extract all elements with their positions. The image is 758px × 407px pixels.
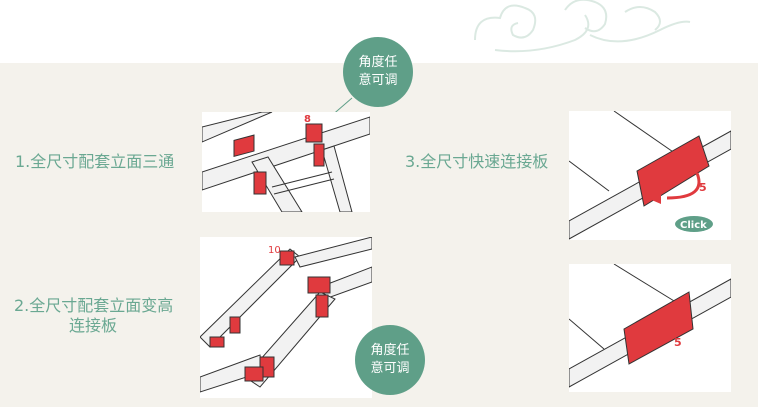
part-number-5: 5 bbox=[699, 181, 707, 194]
riser-connector-illustration: 10 bbox=[200, 237, 372, 398]
click-badge bbox=[675, 216, 713, 232]
bubble-line1: 角度任 bbox=[370, 343, 410, 358]
feature-label-1: 1.全尺寸配套立面三通 bbox=[15, 152, 175, 171]
part-number-10: 10 bbox=[268, 245, 281, 256]
bubble-line2: 意可调 bbox=[358, 73, 398, 88]
bubble-line1: 角度任 bbox=[358, 55, 398, 70]
angle-adjustable-bubble-2: 角度任 意可调 bbox=[355, 325, 425, 395]
tee-illustration: 8 bbox=[202, 112, 370, 212]
feature-label-2-line1: 2.全尺寸配套立面变高 bbox=[14, 296, 174, 315]
part-number-5-b: 5 bbox=[674, 336, 682, 349]
part-number-8: 8 bbox=[304, 114, 311, 125]
angle-adjustable-bubble-1: 角度任 意可调 bbox=[343, 37, 413, 107]
quick-connector-click-illustration: 5 Click bbox=[569, 111, 731, 240]
quick-connector-installed-illustration: 5 bbox=[569, 264, 731, 392]
click-text: Click bbox=[680, 220, 707, 231]
bubble-line2: 意可调 bbox=[370, 361, 410, 376]
feature-label-3: 3.全尺寸快速连接板 bbox=[405, 152, 549, 171]
cloud-decoration-icon bbox=[474, 0, 691, 53]
feature-label-2-line2: 连接板 bbox=[69, 316, 118, 335]
